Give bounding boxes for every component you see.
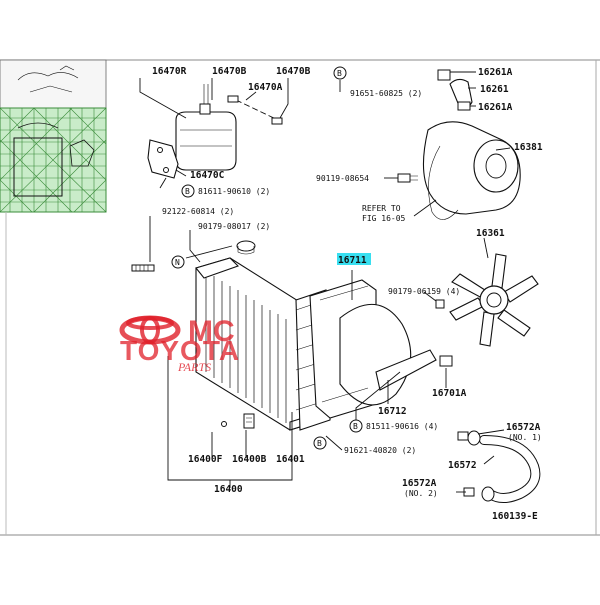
drain-cock — [243, 413, 255, 429]
svg-text:B: B — [337, 69, 342, 78]
drain-plug — [221, 421, 227, 427]
fan-shroud — [309, 279, 412, 419]
label-16261A-1[interactable]: 16261A — [478, 67, 513, 78]
hose-clamp-1 — [457, 430, 481, 446]
label-16400B[interactable]: 16400B — [232, 454, 267, 465]
label-90179-08017[interactable]: 90179-08017 (2) — [198, 222, 270, 231]
label-16261A-2[interactable]: 16261A — [478, 102, 513, 113]
label-90179-06159[interactable]: 90179-06159 (4) — [388, 287, 460, 296]
label-16701A[interactable]: 16701A — [432, 388, 467, 399]
label-90119-08654[interactable]: 90119-08654 — [316, 174, 369, 183]
label-16572[interactable]: 16572 — [448, 460, 477, 471]
label-16381[interactable]: 16381 — [514, 142, 543, 153]
diagram-code: 160139-E — [492, 511, 538, 522]
marker-b-4: B — [313, 436, 327, 450]
label-16470A[interactable]: 16470A — [248, 82, 283, 93]
label-16361[interactable]: 16361 — [476, 228, 505, 239]
label-16712[interactable]: 16712 — [378, 406, 407, 417]
marker-b-1: B — [181, 184, 195, 198]
svg-text:N: N — [175, 258, 180, 267]
label-16261[interactable]: 16261 — [480, 84, 509, 95]
label-16572A-1[interactable]: 16572A — [506, 422, 541, 433]
svg-text:16711: 16711 — [338, 255, 367, 266]
label-refer-line1[interactable]: REFER TO — [362, 204, 401, 213]
label-16572A-1-qty: (NO. 1) — [508, 433, 542, 442]
label-16470C[interactable]: 16470C — [190, 170, 225, 181]
label-16400F[interactable]: 16400F — [188, 454, 223, 465]
marker-n: N — [171, 255, 185, 269]
marker-b-2: B — [333, 66, 347, 80]
label-refer-line2[interactable]: FIG 16-05 — [362, 214, 406, 223]
shroud-lower — [375, 349, 437, 391]
highlight-16711[interactable]: 16711 — [337, 253, 371, 266]
radiator-cap — [236, 240, 256, 255]
label-16572A-2[interactable]: 16572A — [402, 478, 437, 489]
label-16400[interactable]: 16400 — [214, 484, 243, 495]
radiator-hose — [479, 435, 541, 503]
fan-bolt — [435, 299, 445, 309]
watermark-line2: TOYOTA — [120, 335, 240, 366]
leaders-hose — [456, 429, 505, 493]
leaders-pump — [339, 71, 511, 259]
reservoir-bracket — [147, 139, 179, 179]
watermark-line3: PARTS — [177, 360, 211, 374]
leaders-reservoir — [139, 78, 289, 189]
hose-clamp-2 — [463, 486, 495, 502]
watermark-logo: MC TOYOTA PARTS — [119, 315, 240, 374]
pump-hose — [437, 69, 473, 111]
watermark-line1: MC — [188, 315, 235, 348]
label-81611-90610[interactable]: 81611-90610 (2) — [198, 187, 270, 196]
pump-bolt — [397, 173, 418, 183]
label-16470B-2[interactable]: 16470B — [276, 66, 311, 77]
label-91651-60825[interactable]: 91651-60825 (2) — [350, 89, 422, 98]
reservoir-tank — [175, 84, 237, 171]
label-91621-40820[interactable]: 91621-40820 (2) — [344, 446, 416, 455]
label-16470B-1[interactable]: 16470B — [212, 66, 247, 77]
label-92122-60814[interactable]: 92122-60814 (2) — [162, 207, 234, 216]
svg-text:B: B — [185, 187, 190, 196]
marker-b-3: B — [349, 419, 363, 433]
label-81511-90616[interactable]: 81511-90616 (4) — [366, 422, 438, 431]
label-16470R[interactable]: 16470R — [152, 66, 187, 77]
svg-text:B: B — [353, 422, 358, 431]
label-16401[interactable]: 16401 — [276, 454, 305, 465]
mount-bolt-left — [131, 264, 155, 272]
svg-text:B: B — [317, 439, 322, 448]
water-pump — [422, 121, 521, 220]
overflow-hose — [227, 95, 283, 125]
label-16572A-2-qty: (NO. 2) — [404, 489, 438, 498]
fan-blade — [449, 253, 539, 347]
overview-thumbnail[interactable] — [0, 59, 107, 213]
shroud-clip — [439, 355, 453, 367]
